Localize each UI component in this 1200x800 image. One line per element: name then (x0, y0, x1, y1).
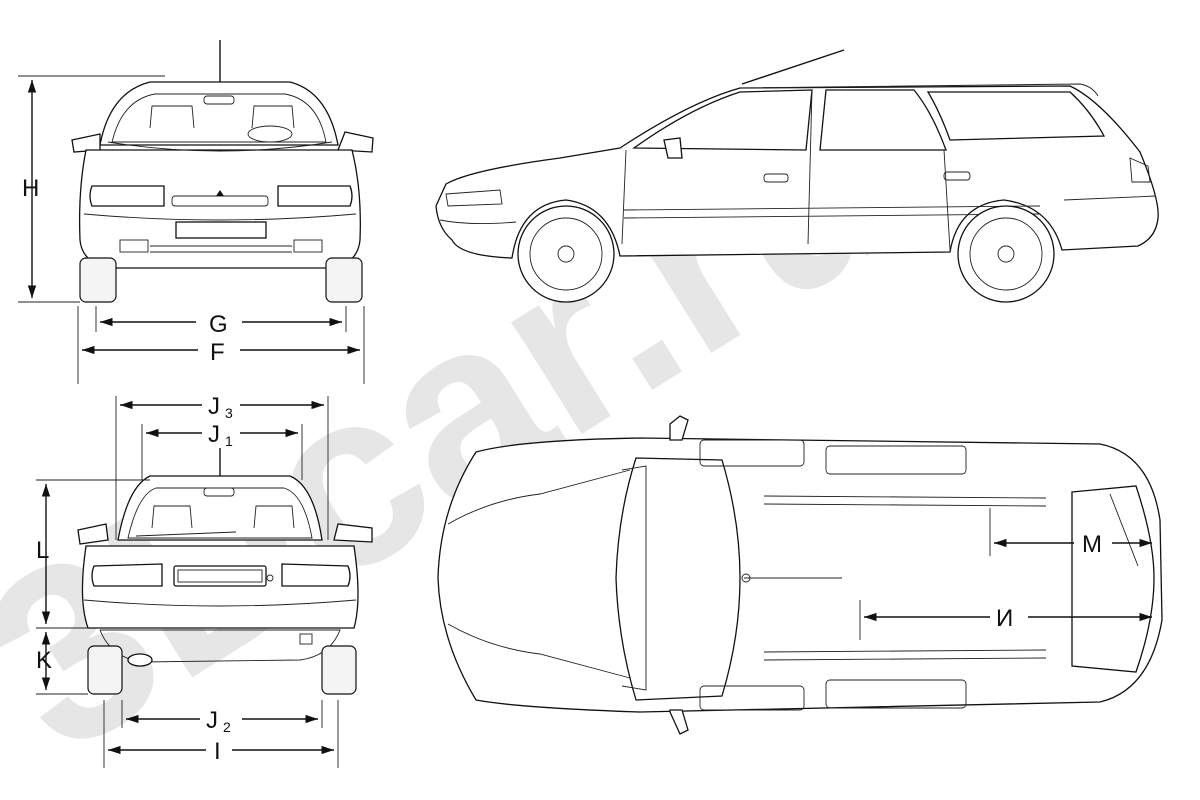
label-j2-sub: 2 (223, 719, 231, 735)
label-i: I (214, 738, 221, 765)
label-h: H (22, 175, 39, 202)
label-j1-sub: 1 (225, 433, 233, 449)
label-j3-sub: 3 (225, 405, 233, 421)
label-j2: J (206, 707, 218, 734)
label-k: K (36, 647, 52, 674)
side-view (435, 49, 1159, 303)
label-l: L (36, 537, 49, 564)
top-view: M И (437, 415, 1163, 735)
front-view: H G F (18, 40, 374, 384)
label-j1: J (208, 421, 220, 448)
rear-view: J 3 J 1 L K J 2 I (36, 393, 373, 768)
label-f: F (210, 339, 225, 366)
label-g: G (209, 311, 228, 338)
label-m: M (1082, 531, 1102, 558)
label-j3: J (208, 393, 220, 420)
label-n: И (996, 605, 1013, 632)
